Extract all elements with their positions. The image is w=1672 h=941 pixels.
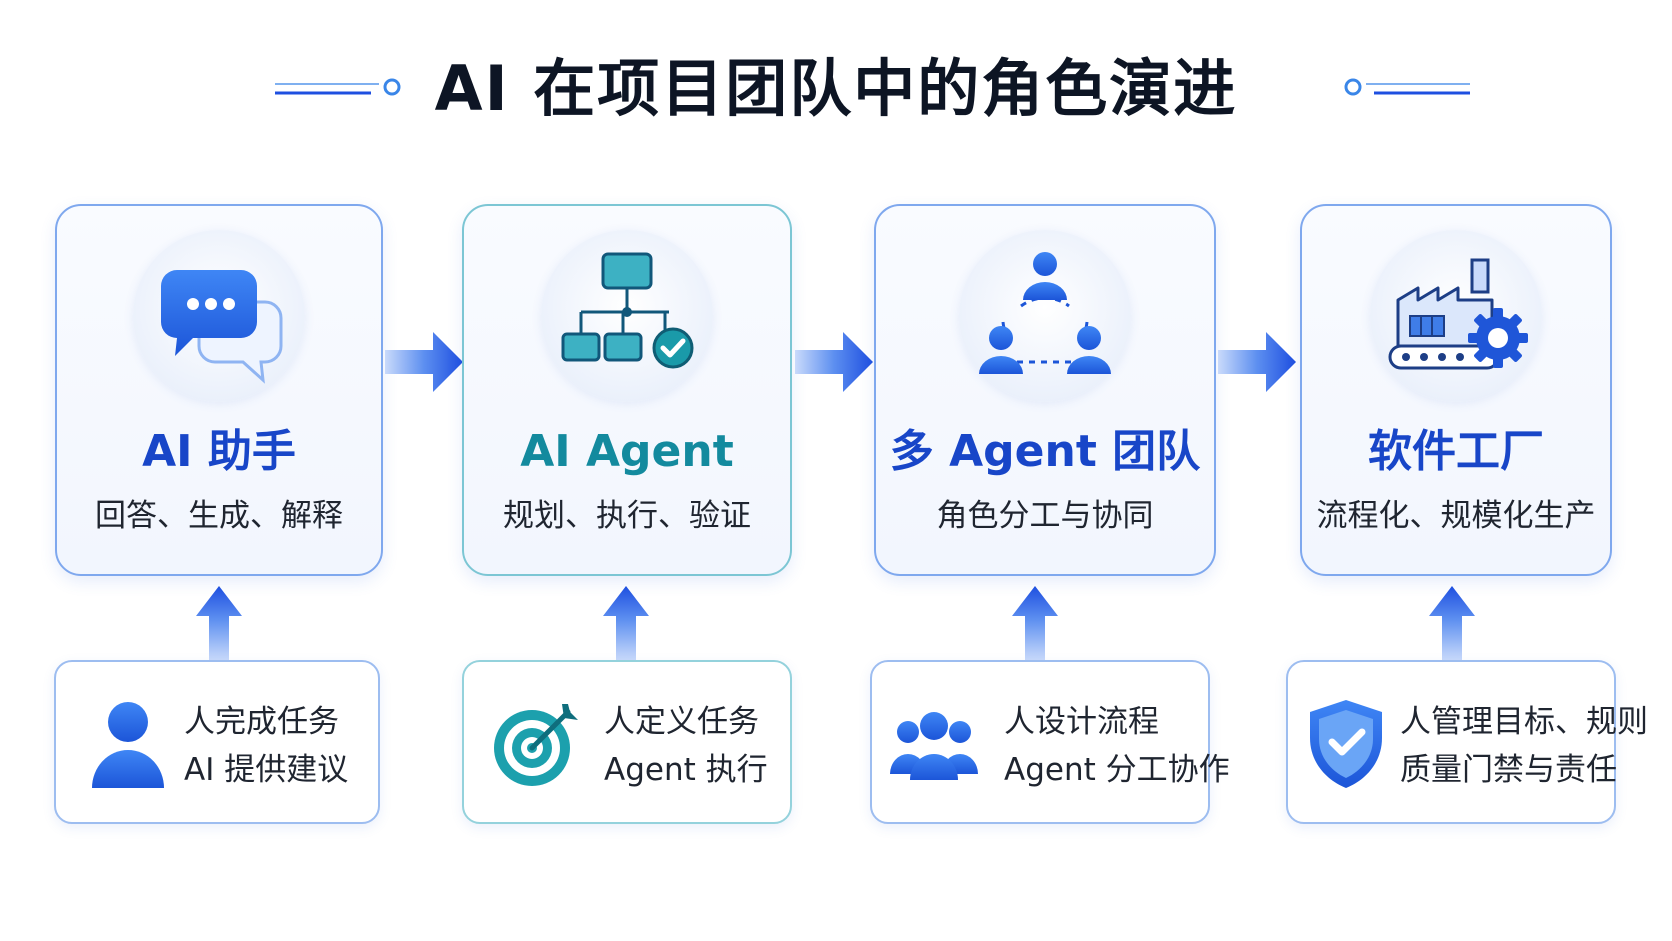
human-role-card-2: 人定义任务 Agent 执行	[462, 660, 792, 824]
stage-card-multi-agent-team: 多 Agent 团队 角色分工与协同	[874, 204, 1216, 576]
person-icon	[92, 702, 164, 788]
stage-subtitle: 回答、生成、解释	[95, 498, 343, 534]
chat-bubbles-icon	[133, 230, 305, 402]
human-role-line2: 质量门禁与责任	[1400, 752, 1617, 788]
target-icon	[494, 704, 578, 786]
stage-subtitle: 规划、执行、验证	[503, 498, 751, 534]
stage-card-ai-assistant: AI 助手 回答、生成、解释	[55, 204, 383, 576]
stage-subtitle: 角色分工与协同	[936, 498, 1154, 534]
stage-title: AI 助手	[142, 426, 296, 477]
group-icon	[890, 712, 978, 780]
human-role-line1: 人定义任务	[604, 704, 759, 740]
right-arrow-icon	[1218, 332, 1296, 392]
up-arrow-icon	[196, 586, 242, 660]
human-role-line2: Agent 执行	[604, 752, 768, 788]
up-arrow-icon	[1429, 586, 1475, 660]
stage-card-software-factory: 软件工厂 流程化、规模化生产	[1300, 204, 1612, 576]
human-role-line1: 人管理目标、规则	[1400, 704, 1648, 740]
right-arrow-icon	[385, 332, 463, 392]
human-role-line2: Agent 分工协作	[1004, 752, 1230, 788]
human-role-card-1: 人完成任务 AI 提供建议	[54, 660, 380, 824]
stage-title: 多 Agent 团队	[889, 426, 1201, 477]
right-arrow-icon	[795, 332, 873, 392]
human-role-line2: AI 提供建议	[184, 752, 349, 788]
stage-title: 软件工厂	[1368, 426, 1544, 477]
up-arrow-icon	[603, 586, 649, 660]
title-decoration-right	[1344, 78, 1470, 96]
human-role-card-3: 人设计流程 Agent 分工协作	[870, 660, 1230, 824]
title-decoration-left	[275, 78, 401, 96]
stage-title: AI Agent	[520, 426, 734, 477]
up-arrow-icon	[1012, 586, 1058, 660]
human-role-line1: 人完成任务	[184, 704, 339, 740]
shield-check-icon	[1310, 700, 1382, 788]
stage-subtitle: 流程化、规模化生产	[1316, 498, 1596, 534]
human-role-line1: 人设计流程	[1004, 704, 1159, 740]
workflow-check-icon	[541, 230, 713, 402]
human-role-card-4: 人管理目标、规则 质量门禁与责任	[1286, 660, 1648, 824]
page-title: AI 在项目团队中的角色演进	[434, 52, 1238, 125]
factory-gear-icon	[1370, 230, 1542, 402]
stage-card-ai-agent: AI Agent 规划、执行、验证	[462, 204, 792, 576]
team-network-icon	[959, 230, 1131, 402]
